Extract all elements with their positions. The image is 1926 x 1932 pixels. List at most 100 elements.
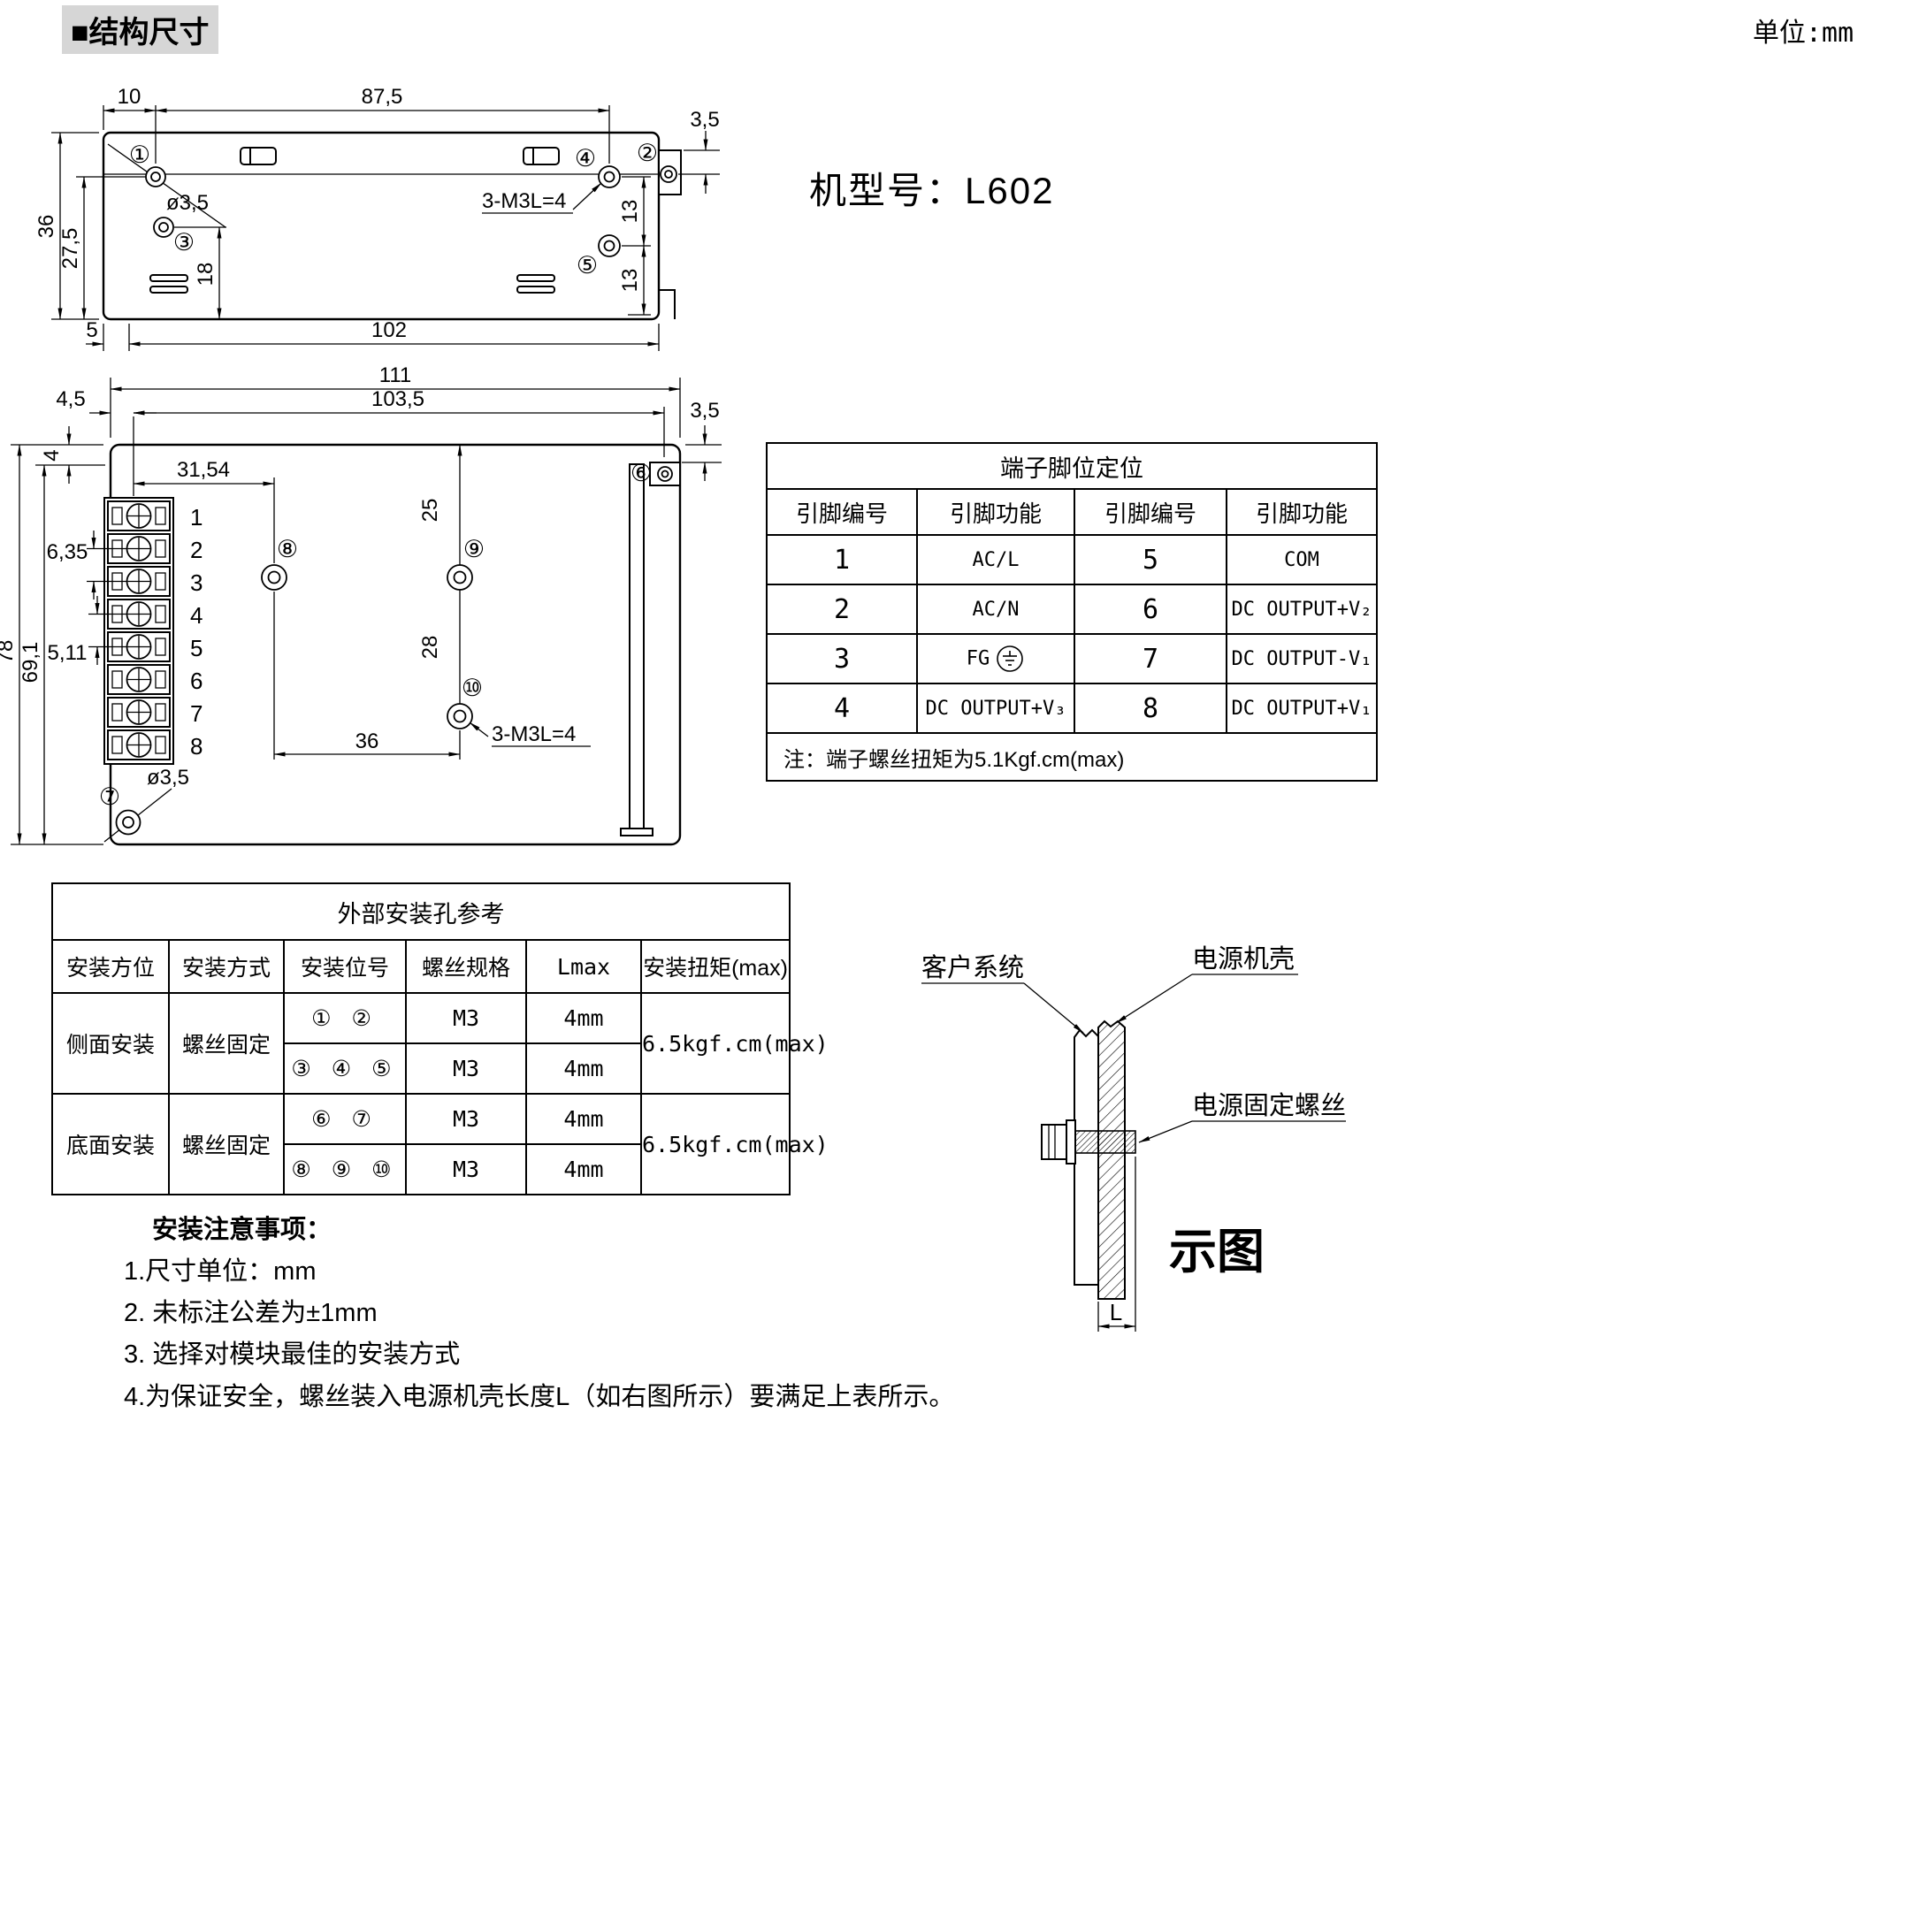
side-dimension-labels: 10 87,5 3,5 36 27,5 18 5 102 ø3,5 3-M3L=… (34, 85, 720, 342)
hole-ids-cell: ⑧ ⑨ ⑩ (283, 1143, 407, 1195)
hole-number: ① (129, 141, 150, 168)
mounting-hole-table: 外部安装孔参考 安装方位 安装方式 安装位号 螺丝规格 Lmax 安装扭矩(ma… (50, 882, 829, 1195)
pin-number-cell: 2 (766, 584, 918, 635)
side-mounting-holes (145, 165, 677, 257)
note-item: 4.为保证安全，螺丝装入电源机壳长度L（如右图所示）要满足上表所示。 (124, 1382, 955, 1411)
table-row: 1 AC/L 5 COM (766, 534, 1378, 585)
hole-number: ⑩ (462, 675, 483, 701)
pin-number-cell: 6 (1074, 584, 1227, 635)
table-row: 侧面安装 螺丝固定 ① ② M3 4mm 6.5kgf.cm(max) (51, 992, 829, 1095)
dim-label: ø3,5 (147, 766, 189, 790)
power-housing-label: 电源机壳 (1192, 944, 1295, 974)
dim-label: 18 (194, 263, 218, 286)
dim-label: 3-M3L=4 (482, 189, 566, 213)
housing-plate (1097, 1019, 1126, 1300)
pin-function-cell: FG (916, 633, 1075, 684)
dim-label: 10 (118, 85, 141, 109)
unit-label: 单位:mm (1753, 18, 1854, 49)
hole-number: ⑦ (99, 783, 120, 810)
length-dim-label: L (1110, 1299, 1122, 1325)
dim-label: 111 (379, 363, 411, 387)
header-lmax: Lmax (525, 939, 642, 994)
ground-icon (997, 645, 1024, 672)
terminal-number: 6 (190, 668, 203, 694)
note-item: 1.尺寸单位：mm (124, 1257, 317, 1287)
screw-spec-cell: M3 (405, 1093, 527, 1145)
pin-number-cell: 5 (1074, 534, 1227, 585)
dim-label: 5,11 (48, 641, 88, 665)
dim-label: 31,54 (177, 458, 230, 482)
section-title: ■结构尺寸 (62, 5, 218, 54)
dim-label: 69,1 (19, 642, 42, 683)
mount-position-cell: 底面安装 (51, 1093, 170, 1195)
terminal-number: 7 (190, 700, 203, 727)
hole-ids-cell: ⑥ ⑦ (283, 1093, 407, 1145)
terminal-pinout-table: 端子脚位定位 引脚编号 引脚功能 引脚编号 引脚功能 1 AC/L 5 COM … (766, 442, 1378, 782)
lmax-cell: 4mm (525, 1143, 642, 1195)
pin-function-cell: DC OUTPUT+V₃ (916, 683, 1075, 734)
header-torque: 安装扭矩(max) (639, 939, 791, 994)
pin-function-cell: DC OUTPUT+V₂ (1226, 584, 1378, 635)
dim-label: 25 (418, 499, 442, 523)
terminal-number: 5 (190, 635, 203, 661)
dim-label: 36 (34, 215, 58, 239)
terminal-number: 2 (190, 537, 203, 563)
mounting-table-title: 外部安装孔参考 (50, 882, 791, 941)
mount-position-cell: 侧面安装 (51, 992, 170, 1095)
pin-function-cell: DC OUTPUT+V₁ (1226, 683, 1378, 734)
terminal-number: 8 (190, 733, 203, 760)
bottom-hole-number-labels: ⑥ ⑦ ⑧ ⑨ ⑩ (99, 460, 652, 810)
fixing-screw-label: 电源固定螺丝 (1192, 1091, 1346, 1120)
hole-number: ④ (575, 145, 596, 172)
hole-number: ⑤ (577, 252, 598, 279)
terminal-number: 1 (190, 504, 203, 531)
fg-label: FG (966, 647, 990, 670)
dim-label: 5 (86, 318, 97, 342)
dim-label: 28 (418, 636, 442, 660)
terminal-table-title: 端子脚位定位 (766, 442, 1378, 490)
pin-function-cell: DC OUTPUT-V₁ (1226, 633, 1378, 684)
header-pin-number: 引脚编号 (1074, 488, 1227, 536)
header-pin-number: 引脚编号 (766, 488, 918, 536)
table-row: 4 DC OUTPUT+V₃ 8 DC OUTPUT+V₁ (766, 683, 1378, 734)
table-row: 底面安装 螺丝固定 ⑥ ⑦ M3 4mm 6.5kgf.cm(max) (51, 1093, 829, 1195)
pin-number-cell: 3 (766, 633, 918, 684)
hole-number: ② (637, 140, 658, 166)
dim-label: 13 (618, 200, 642, 224)
screw-spec-cell: M3 (405, 1143, 527, 1195)
terminal-block (103, 497, 174, 765)
side-dimension-lines (51, 105, 720, 351)
dim-label: 102 (371, 318, 407, 342)
table-row: ③ ④ ⑤ M3 4mm (52, 1042, 790, 1095)
fixing-screw (1041, 1119, 1136, 1165)
mount-method-cell: 螺丝固定 (168, 992, 285, 1095)
lmax-cell: 4mm (525, 1093, 642, 1145)
bottom-dimension-labels: 111 103,5 4,5 3,5 4 78 69,1 6,35 5,11 31… (0, 363, 720, 790)
torque-cell: 6.5kgf.cm(max) (639, 1093, 829, 1195)
hole-number: ⑨ (463, 536, 485, 562)
note-item: 2. 未标注公差为±1mm (124, 1299, 378, 1328)
header-pin-function: 引脚功能 (916, 488, 1075, 536)
pin-number-cell: 7 (1074, 633, 1227, 684)
dim-label: 103,5 (371, 387, 424, 411)
lmax-cell: 4mm (525, 992, 642, 1044)
dim-label: 4 (40, 449, 64, 461)
header-hole-ids: 安装位号 (283, 939, 407, 994)
dim-label: 4,5 (56, 387, 85, 411)
pin-number-cell: 4 (766, 683, 918, 734)
hole-number: ⑧ (277, 536, 298, 562)
dim-label: 87,5 (362, 85, 403, 109)
customer-system-label: 客户系统 (921, 953, 1024, 982)
dim-label: 13 (618, 269, 642, 293)
illustration-labels: 客户系统 电源机壳 电源固定螺丝 示图 L (921, 944, 1346, 1325)
screw-spec-cell: M3 (405, 1042, 527, 1095)
terminal-number: 4 (190, 602, 203, 629)
pin-function-cell: COM (1226, 534, 1378, 585)
mount-method-cell: 螺丝固定 (168, 1093, 285, 1195)
header-screw-spec: 螺丝规格 (405, 939, 527, 994)
dim-label: ø3,5 (166, 191, 209, 215)
dim-label: 3-M3L=4 (492, 722, 576, 746)
header-pin-function: 引脚功能 (1226, 488, 1378, 536)
dim-label: 78 (0, 640, 18, 664)
mounting-illustration: 客户系统 电源机壳 电源固定螺丝 示图 L (921, 944, 1346, 1332)
